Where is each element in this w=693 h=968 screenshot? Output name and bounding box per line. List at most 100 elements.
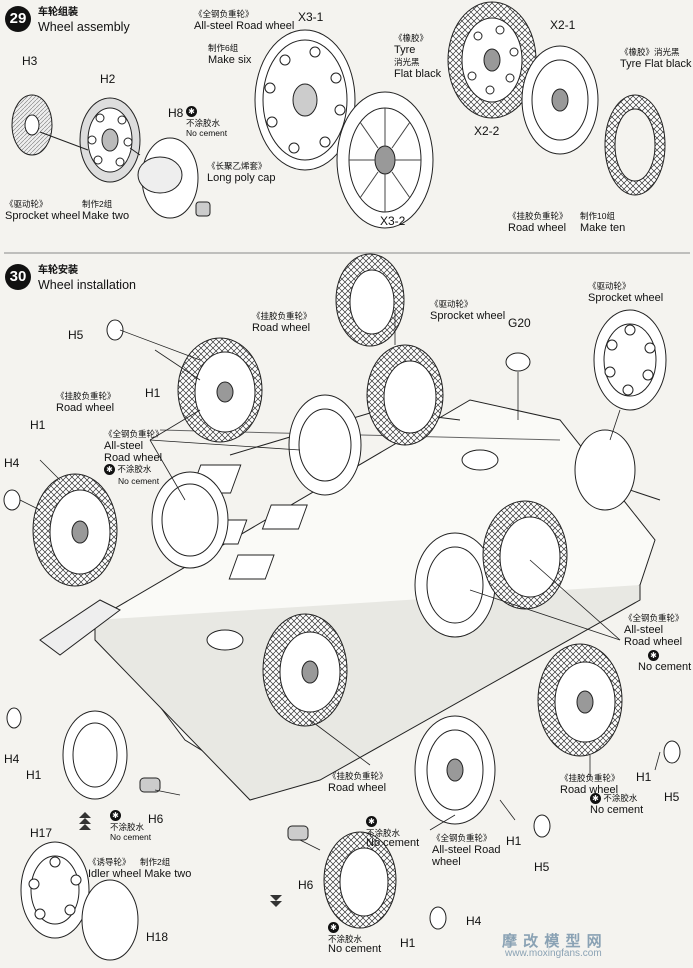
tyre-label-1: 《橡胶》 Tyre 消光黑 Flat black bbox=[394, 32, 441, 80]
part-h4-c: H4 bbox=[466, 914, 482, 928]
long-poly-cn: 《长聚乙烯套》 bbox=[207, 161, 267, 171]
part-h6-a: H6 bbox=[148, 812, 164, 826]
part-h18: H18 bbox=[146, 930, 169, 944]
sprocket-wheel-drawing bbox=[11, 94, 211, 219]
sprocket-en: Sprocket wheel bbox=[5, 210, 81, 222]
no-cement-icon: ✱ bbox=[648, 650, 659, 661]
part-h4-a: H4 bbox=[4, 456, 20, 470]
idler-cn: 《诱导轮》 bbox=[88, 857, 131, 867]
part-h1-f: H1 bbox=[400, 936, 416, 950]
watermark-url: www.moxingfans.com bbox=[505, 948, 602, 959]
sprocket-label-b: 《驱动轮》 Sprocket wheel bbox=[588, 280, 663, 304]
tyre-en: Tyre bbox=[394, 44, 416, 56]
long-poly-en: Long poly cap bbox=[207, 172, 276, 184]
road-wheel-label-d: 《挂胶负重轮》 Road wheel bbox=[560, 772, 620, 796]
no-cement-cn-e: 不涂胶水 bbox=[366, 828, 401, 838]
sprocket-en-a: Sprocket wheel bbox=[430, 310, 506, 322]
sprocket-cn: 《驱动轮》 bbox=[5, 199, 48, 209]
no-cement-icon: ✱ bbox=[366, 816, 377, 827]
no-cement-note-f: ✱ 不涂胶水 No cement bbox=[328, 922, 382, 955]
no-cement-cn: 不涂胶水 bbox=[186, 118, 221, 128]
part-h1-b: H1 bbox=[30, 418, 46, 432]
part-h5-b: H5 bbox=[664, 790, 680, 804]
no-cement-en-e: No cement bbox=[366, 837, 420, 849]
allsteel-cn-a: 《全钢负重轮》 bbox=[104, 429, 164, 439]
road-cn-a: 《挂胶负重轮》 bbox=[252, 311, 312, 321]
no-cement-icon: ✱ bbox=[104, 464, 115, 475]
make-two-cn: 制作2组 bbox=[82, 199, 113, 209]
allsteel-label-29: 《全钢负重轮》 All-steel Road wheel bbox=[194, 8, 294, 32]
watermark-title: 摩 改 模 型 网 bbox=[502, 933, 603, 950]
allsteel-road-wheel-drawing bbox=[254, 29, 434, 229]
tyre2-en: Tyre Flat black bbox=[620, 58, 692, 70]
part-x3-1: X3-1 bbox=[298, 10, 324, 24]
road-wheel-en: Road wheel bbox=[508, 222, 567, 234]
road-en-b: Road wheel bbox=[56, 402, 115, 414]
no-cement-en-d: No cement bbox=[590, 804, 644, 816]
no-cement-en: No cement bbox=[186, 128, 228, 138]
no-cement-icon: ✱ bbox=[590, 793, 601, 804]
rubber-road-wheel-drawing bbox=[447, 1, 666, 196]
no-cement-cn-d: 不涂胶水 bbox=[603, 793, 638, 803]
part-x2-2: X2-2 bbox=[474, 124, 500, 138]
idler-cn-row: 《诱导轮》 制作2组 bbox=[88, 856, 191, 868]
part-h1-a: H1 bbox=[145, 386, 161, 400]
step29-title: 车轮组装 Wheel assembly bbox=[38, 6, 130, 34]
make-ten-label: 制作10组 Make ten bbox=[580, 210, 625, 234]
sprocket-label-29: 《驱动轮》 Sprocket wheel bbox=[5, 198, 80, 222]
allsteel-en-a2: Road wheel bbox=[104, 452, 163, 464]
no-cement-note-e: ✱ 不涂胶水 No cement bbox=[366, 816, 420, 849]
assembly-guide-lines bbox=[19, 310, 661, 851]
road-wheel-label-b: 《挂胶负重轮》 Road wheel bbox=[56, 390, 116, 414]
no-cement-icon: ✱ bbox=[328, 922, 339, 933]
no-cement-en-c: No cement bbox=[110, 832, 152, 842]
no-cement-en-b: No cement bbox=[638, 661, 692, 673]
tyre-cn: 《橡胶》 bbox=[394, 33, 429, 43]
part-h5-c: H5 bbox=[534, 860, 550, 874]
make-ten-en: Make ten bbox=[580, 222, 626, 234]
hull-drawing bbox=[39, 399, 661, 801]
part-h1-c: H1 bbox=[26, 768, 42, 782]
road-wheel-label-29: 《挂胶负重轮》 Road wheel bbox=[508, 210, 568, 234]
no-cement-cn-f: 不涂胶水 bbox=[328, 934, 363, 944]
part-h1-d: H1 bbox=[636, 770, 652, 784]
step30-wheels bbox=[3, 253, 681, 961]
part-h17: H17 bbox=[30, 826, 53, 840]
step29-title-cn: 车轮组装 bbox=[38, 7, 78, 18]
part-h8: H8 bbox=[168, 106, 184, 120]
no-cement-note-c: ✱ 不涂胶水 No cement bbox=[110, 810, 151, 842]
tyre2-cn: 《橡胶》消光黑 bbox=[620, 47, 680, 57]
road-wheel-label-a: 《挂胶负重轮》 Road wheel bbox=[252, 310, 312, 334]
part-x2-1: X2-1 bbox=[550, 18, 576, 32]
road-cn-d: 《挂胶负重轮》 bbox=[560, 773, 620, 783]
allsteel-en-c: All-steel Road bbox=[432, 844, 501, 856]
no-cement-icon: ✱ bbox=[110, 810, 121, 821]
idler-make-cn: 制作2组 bbox=[139, 857, 171, 867]
road-en-c: Road wheel bbox=[328, 782, 387, 794]
no-cement-note-b: ✱ No cement bbox=[638, 650, 691, 673]
make-six-label: 制作6组 Make six bbox=[208, 42, 251, 66]
step29-number: 29 bbox=[5, 6, 31, 32]
allsteel-cn: 《全钢负重轮》 bbox=[194, 9, 254, 19]
allsteel-cn-b: 《全钢负重轮》 bbox=[624, 613, 684, 623]
step30-title-cn: 车轮安装 bbox=[38, 265, 78, 276]
allsteel-en-a1: All-steel bbox=[104, 440, 144, 452]
part-g20: G20 bbox=[508, 316, 531, 330]
sprocket-cn-a: 《驱动轮》 bbox=[430, 299, 473, 309]
part-x3-2: X3-2 bbox=[380, 214, 406, 228]
sprocket-label-a: 《驱动轮》 Sprocket wheel bbox=[430, 298, 505, 322]
no-cement-en-f: No cement bbox=[328, 943, 382, 955]
step30-title: 车轮安装 Wheel installation bbox=[38, 264, 136, 292]
step29-title-en: Wheel assembly bbox=[38, 20, 130, 34]
allsteel-en-b2: Road wheel bbox=[624, 636, 683, 648]
flat-black-cn: 消光黑 bbox=[394, 57, 420, 67]
make-two-label: 制作2组 Make two bbox=[82, 198, 129, 222]
sprocket-cn-b: 《驱动轮》 bbox=[588, 281, 631, 291]
make-six-en: Make six bbox=[208, 54, 252, 66]
part-h6-b: H6 bbox=[298, 878, 314, 892]
step30-number: 30 bbox=[5, 264, 31, 290]
road-cn-c: 《挂胶负重轮》 bbox=[328, 771, 388, 781]
no-cement-cn-c: 不涂胶水 bbox=[110, 822, 145, 832]
no-cement-note-29: ✱ 不涂胶水 No cement bbox=[186, 106, 227, 138]
